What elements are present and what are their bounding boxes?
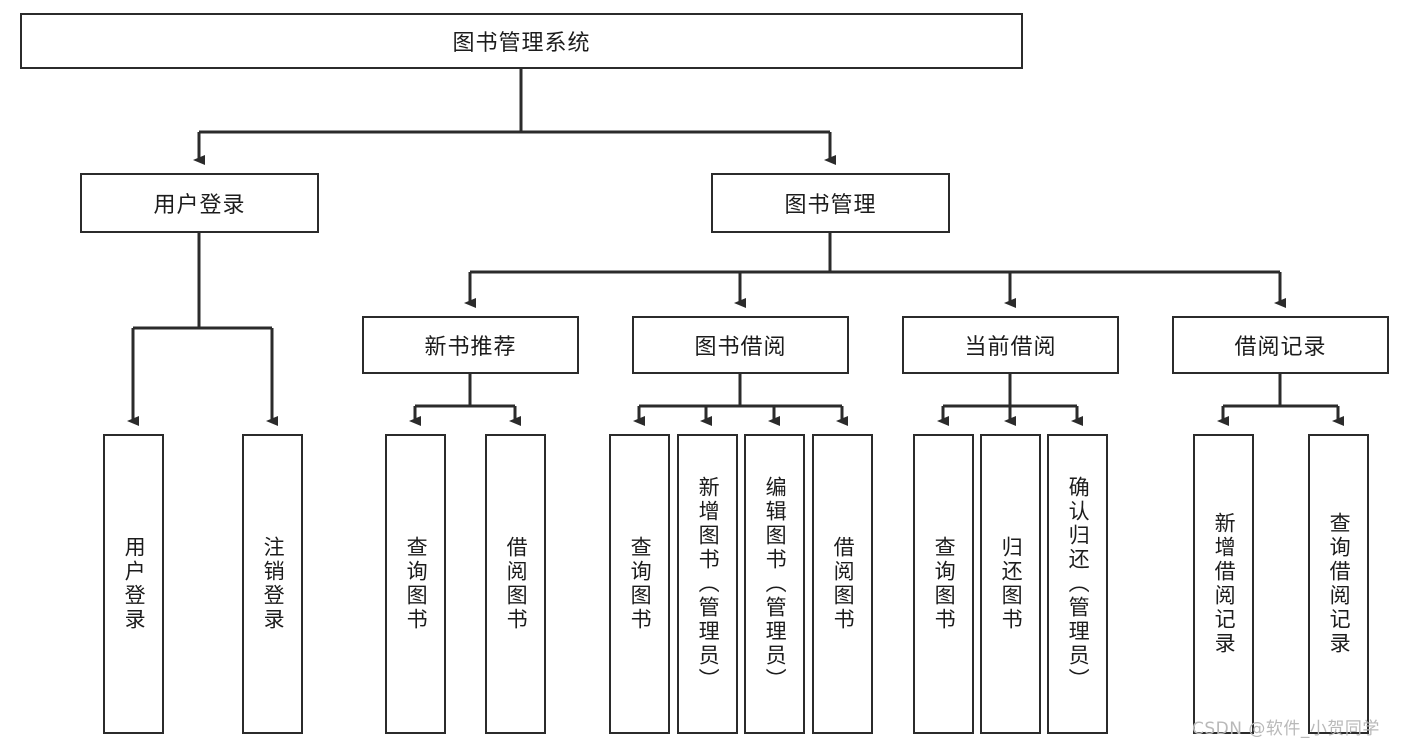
node-label: 图书管理系统 (452, 31, 591, 56)
leaf-add-borrow-record[interactable]: 新增借阅记录 (1193, 434, 1254, 734)
leaf-label: 用户登录 (122, 536, 147, 632)
leaf-label: 注销登录 (261, 536, 286, 632)
node-current-borrow[interactable]: 当前借阅 (902, 316, 1119, 374)
node-label: 图书借阅 (694, 335, 787, 360)
node-label: 借阅记录 (1234, 335, 1327, 360)
node-borrow-record[interactable]: 借阅记录 (1172, 316, 1389, 374)
leaf-label: 编辑图书（管理员） (763, 476, 788, 692)
leaf-add-book-admin[interactable]: 新增图书（管理员） (677, 434, 738, 734)
leaf-label: 查询借阅记录 (1327, 512, 1352, 656)
node-label: 图书管理 (784, 193, 877, 218)
leaf-label: 查询图书 (404, 536, 429, 632)
watermark-text: CSDN @软件_小贺同学 (1192, 719, 1380, 739)
node-label: 新书推荐 (424, 335, 517, 360)
node-user-login[interactable]: 用户登录 (80, 173, 319, 233)
leaf-query-book-borrow[interactable]: 查询图书 (609, 434, 670, 734)
leaf-label: 新增图书（管理员） (696, 476, 721, 692)
leaf-logout-login[interactable]: 注销登录 (242, 434, 303, 734)
node-book-manage[interactable]: 图书管理 (711, 173, 950, 233)
node-root-book-management-system[interactable]: 图书管理系统 (20, 13, 1023, 69)
leaf-label: 查询图书 (932, 536, 957, 632)
leaf-borrow-book-borrow[interactable]: 借阅图书 (812, 434, 873, 734)
leaf-label: 借阅图书 (831, 536, 856, 632)
leaf-user-login[interactable]: 用户登录 (103, 434, 164, 734)
leaf-edit-book-admin[interactable]: 编辑图书（管理员） (744, 434, 805, 734)
csdn-watermark: CSDN @软件_小贺同学 (1192, 714, 1380, 739)
leaf-label: 确认归还（管理员） (1066, 476, 1091, 692)
node-label: 当前借阅 (964, 335, 1057, 360)
leaf-label: 查询图书 (628, 536, 653, 632)
node-book-borrow[interactable]: 图书借阅 (632, 316, 849, 374)
leaf-label: 归还图书 (999, 536, 1024, 632)
leaf-borrow-book-recommend[interactable]: 借阅图书 (485, 434, 546, 734)
leaf-query-book-recommend[interactable]: 查询图书 (385, 434, 446, 734)
leaf-return-book[interactable]: 归还图书 (980, 434, 1041, 734)
node-new-book-recommend[interactable]: 新书推荐 (362, 316, 579, 374)
leaf-confirm-return-admin[interactable]: 确认归还（管理员） (1047, 434, 1108, 734)
leaf-query-book-current[interactable]: 查询图书 (913, 434, 974, 734)
leaf-label: 借阅图书 (504, 536, 529, 632)
leaf-query-borrow-record[interactable]: 查询借阅记录 (1308, 434, 1369, 734)
node-label: 用户登录 (153, 193, 246, 218)
leaf-label: 新增借阅记录 (1212, 512, 1237, 656)
